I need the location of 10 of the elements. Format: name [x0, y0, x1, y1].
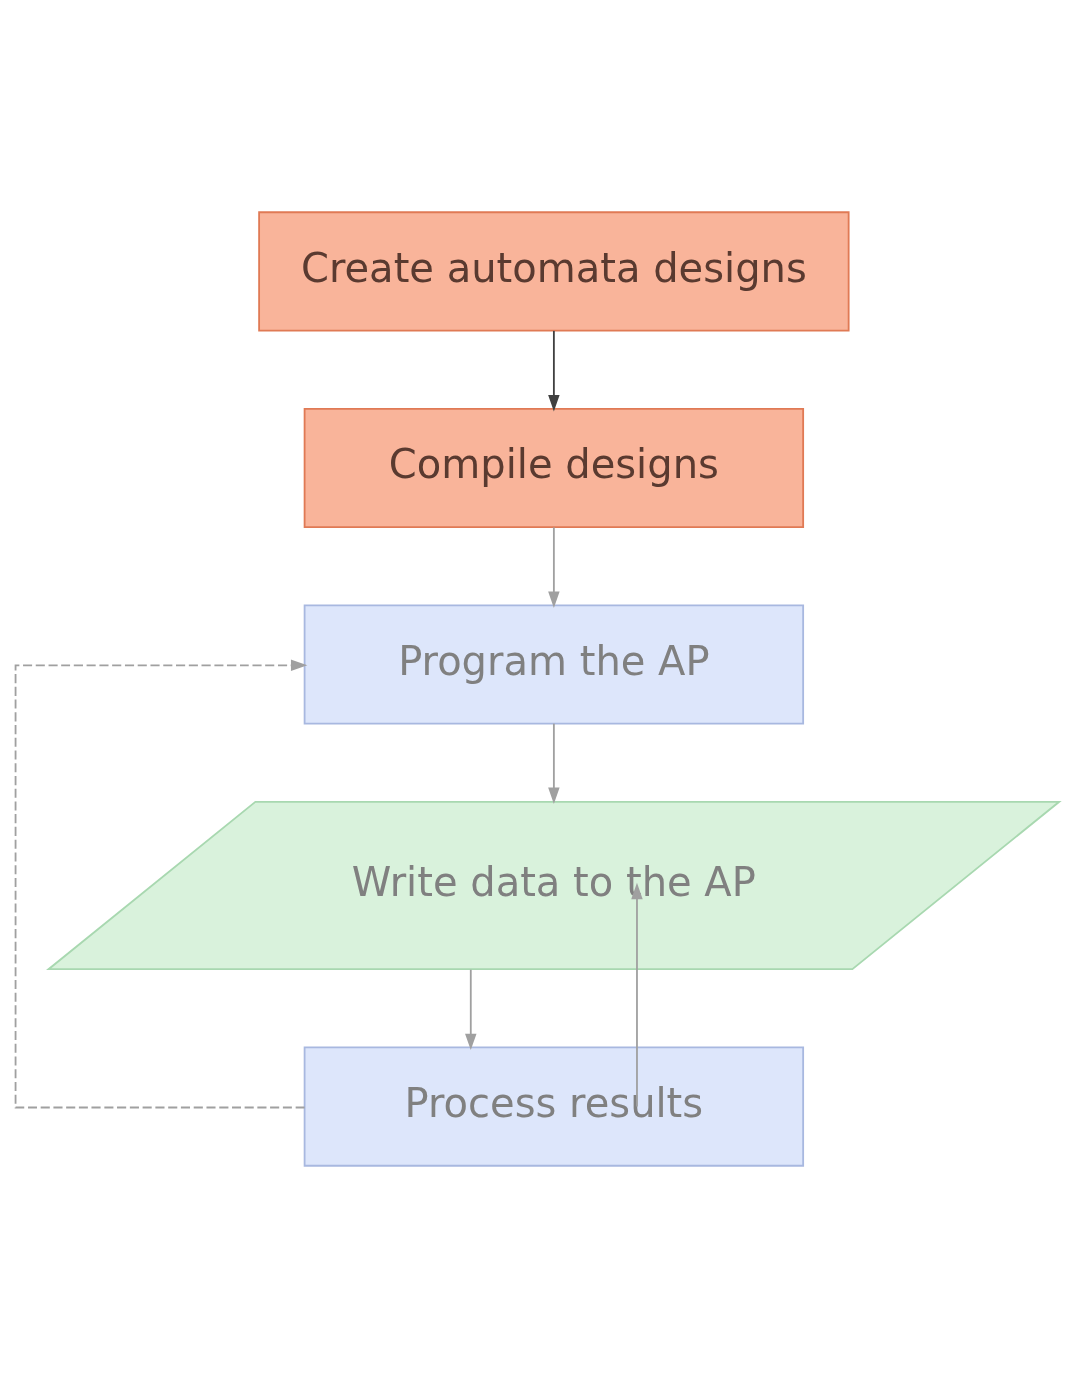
- node-box: Create automata designs: [258, 211, 850, 332]
- node-box: Program the AP: [303, 604, 805, 725]
- node-box: Process results: [303, 1046, 805, 1167]
- arrow: [548, 526, 560, 608]
- arrow: [465, 968, 477, 1051]
- arrow: [548, 330, 560, 412]
- arrow: [548, 722, 560, 804]
- arrow: [14, 659, 308, 1109]
- node-box: Compile designs: [303, 407, 805, 528]
- arrow: [631, 882, 643, 1108]
